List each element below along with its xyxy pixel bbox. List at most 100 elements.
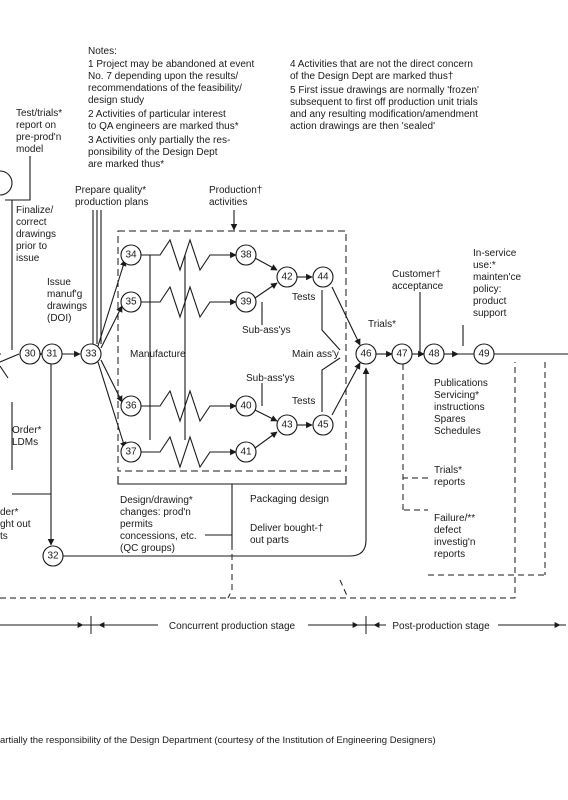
label-customer-acceptance: Customer† — [392, 269, 441, 280]
label-finalize: drawings — [16, 229, 56, 240]
node-32: 32 — [42, 545, 64, 567]
note-left-line: to QA engineers are marked thus* — [88, 121, 239, 132]
node-label: 49 — [478, 349, 490, 360]
note-right-line: subsequent to first off production unit … — [290, 97, 478, 108]
edge — [0, 362, 516, 599]
label-in-service: In-service — [473, 248, 517, 259]
label-trials-reports: Trials* — [434, 465, 462, 476]
label-test-trials: pre-prod'n — [16, 132, 61, 143]
edge — [0, 170, 13, 196]
label-production-activities: Production† — [209, 185, 262, 196]
edge — [339, 579, 349, 599]
label-order: Order* — [12, 425, 42, 436]
node-label: 37 — [125, 447, 137, 458]
note-right-line: and any resulting modification/amendment — [290, 109, 478, 120]
note-left-line: are marked thus* — [88, 159, 164, 170]
edge — [97, 259, 127, 347]
node-34: 34 — [120, 244, 142, 266]
label-issue-manuf: drawings — [47, 301, 87, 312]
label-issue-manuf: (DOI) — [47, 313, 71, 324]
label-trials: Trials* — [368, 319, 396, 330]
label-bought-out: der* — [0, 507, 18, 518]
node-label: 43 — [281, 420, 293, 431]
node-47: 47 — [391, 343, 413, 365]
label-in-service: product — [473, 296, 507, 307]
activity-labels: Test/trials* report on pre-prod'n model … — [0, 108, 521, 560]
note-left-line: 2 Activities of particular interest — [88, 109, 226, 120]
label-finalize: issue — [16, 253, 40, 264]
edge — [227, 484, 233, 599]
label-in-service: policy: — [473, 284, 501, 295]
note-left-line: 1 Project may be abandoned at event — [88, 59, 254, 70]
label-test-trials: model — [16, 144, 43, 155]
note-right-line: 5 First issue drawings are normally 'fro… — [290, 85, 479, 96]
edge — [0, 353, 20, 363]
label-failure: defect — [434, 525, 461, 536]
node-label: 47 — [396, 349, 408, 360]
label-prepare-quality: production plans — [75, 197, 148, 208]
node-label: 36 — [125, 401, 137, 412]
note-left-line: ponsibility of the Design Dept — [88, 147, 218, 158]
figure-caption: artially the responsibility of the Desig… — [0, 735, 436, 746]
edge — [97, 361, 127, 449]
label-publications: Schedules — [434, 426, 481, 437]
node-35: 35 — [120, 291, 142, 313]
edge — [254, 257, 278, 271]
node-30: 30 — [19, 343, 41, 365]
notes-title: Notes: — [88, 46, 117, 57]
node-37: 37 — [120, 441, 142, 463]
label-publications: Spares — [434, 414, 466, 425]
node-41: 41 — [235, 441, 257, 463]
node-33: 33 — [80, 343, 102, 365]
label-main-assy: Main ass'y — [292, 349, 339, 360]
edge — [254, 282, 278, 299]
node-label: 33 — [85, 349, 97, 360]
label-failure: reports — [434, 549, 465, 560]
node-label: 48 — [428, 349, 440, 360]
node-40: 40 — [235, 395, 257, 417]
label-failure: Failure/** — [434, 513, 475, 524]
node-43: 43 — [276, 414, 298, 436]
label-design-changes: permits — [120, 519, 153, 530]
node-label: 41 — [240, 447, 252, 458]
label-test-trials: report on — [16, 120, 56, 131]
label-design-changes: concessions, etc. — [120, 531, 197, 542]
label-issue-manuf: manuf'g — [47, 289, 82, 300]
label-deliver: out parts — [250, 535, 289, 546]
node-label: 39 — [240, 297, 252, 308]
label-design-changes: (QC groups) — [120, 543, 175, 554]
label-packaging: Packaging design — [250, 494, 329, 505]
label-failure: investig'n — [434, 537, 475, 548]
node-label: 31 — [46, 349, 58, 360]
node-label: 46 — [360, 349, 372, 360]
label-finalize: Finalize/ — [16, 205, 53, 216]
note-right-line: 4 Activities that are not the direct con… — [290, 59, 473, 70]
node-39: 39 — [235, 291, 257, 313]
label-subassys-lower: Sub-ass'ys — [246, 373, 295, 384]
edge — [63, 367, 370, 557]
stage-label-bg — [158, 612, 308, 636]
label-prepare-quality: Prepare quality* — [75, 185, 146, 196]
edge — [100, 359, 123, 403]
label-subassys-upper: Sub-ass'ys — [242, 325, 291, 336]
edge — [117, 476, 347, 485]
label-design-changes: Design/drawing* — [120, 495, 193, 506]
label-in-service: mainten'ce — [473, 272, 521, 283]
node-38: 38 — [235, 244, 257, 266]
label-publications: instructions — [434, 402, 485, 413]
edges — [0, 156, 568, 557]
stage-concurrent: Concurrent production stage — [169, 621, 296, 632]
node-label: 32 — [47, 551, 59, 562]
label-issue-manuf: Issue — [47, 277, 71, 288]
node-36: 36 — [120, 395, 142, 417]
label-test-trials: Test/trials* — [16, 108, 62, 119]
stage-post: Post-production stage — [392, 621, 490, 632]
label-finalize: correct — [16, 217, 47, 228]
edge — [5, 156, 31, 201]
label-production-activities: activities — [209, 197, 247, 208]
label-trials-reports: reports — [434, 477, 465, 488]
label-tests-upper: Tests — [292, 292, 315, 303]
nodes: 30 31 33 34 35 36 37 38 39 40 41 42 43 4… — [19, 244, 495, 567]
node-label: 42 — [281, 272, 293, 283]
